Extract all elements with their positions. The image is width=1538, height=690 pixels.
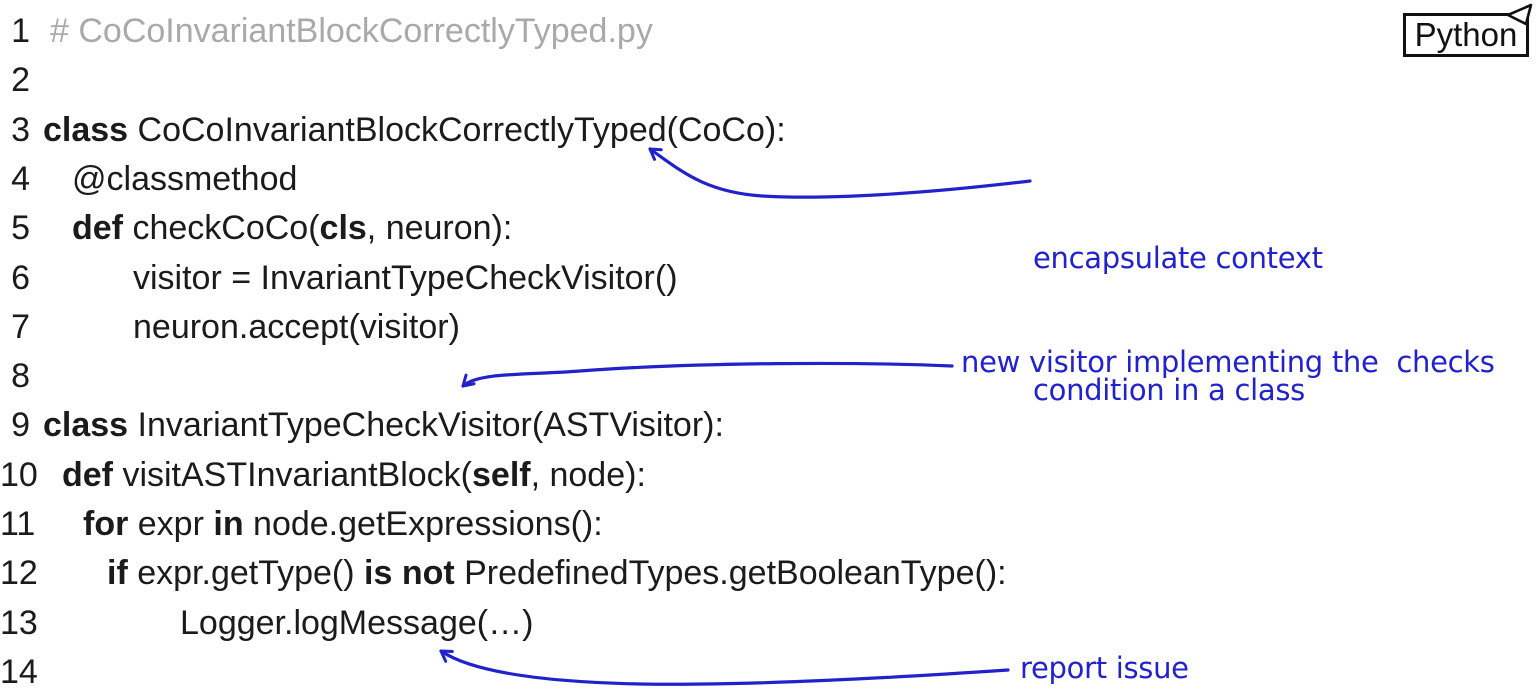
code-segment: checkCoCo(: [132, 209, 320, 248]
code-line: 4 @classmethod: [0, 156, 1538, 202]
line-number: 6: [11, 258, 30, 297]
annotation-line: encapsulate context: [1033, 241, 1323, 275]
code-segment: for: [83, 505, 129, 543]
code-segment: expr.getType(): [127, 554, 365, 593]
code-segment: class: [43, 110, 138, 149]
code-line: 7 neuron.accept(visitor): [0, 304, 1538, 350]
annotation-report-issue: report issue: [1020, 651, 1189, 685]
code-text: def checkCoCo(cls, neuron):: [72, 205, 512, 251]
code-segment: @classmethod: [72, 159, 298, 198]
line-number: 9: [11, 406, 30, 445]
code-line: 5 def checkCoCo(cls, neuron):: [0, 205, 1538, 251]
code-line: 11 for expr in node.getExpressions():: [0, 501, 1538, 547]
code-text: # CoCoInvariantBlockCorrectlyTyped.py: [50, 8, 653, 54]
code-line: 3 class CoCoInvariantBlockCorrectlyTyped(…: [0, 107, 1538, 153]
code-line: 9 class InvariantTypeCheckVisitor(ASTVisi…: [0, 402, 1538, 448]
code-segment: def: [72, 209, 133, 248]
line-number: 12: [0, 554, 38, 593]
code-segment: cls: [319, 209, 367, 248]
code-line: 10 def visitASTInvariantBlock(self, node)…: [0, 452, 1538, 498]
annotation-new-visitor: new visitor implementing the checks: [961, 345, 1495, 379]
line-number: 3: [11, 110, 30, 149]
code-segment: InvariantTypeCheckVisitor(ASTVisitor):: [137, 406, 724, 445]
code-segment: if: [107, 554, 128, 593]
code-line: 2: [0, 57, 1538, 103]
annotation-encapsulate-context: encapsulate context condition in a class: [1033, 148, 1323, 500]
code-segment: CoCoInvariantBlockCorrectlyTyped(CoCo):: [137, 110, 786, 149]
language-badge: Python: [1403, 13, 1529, 57]
code-segment: visitASTInvariantBlock(: [122, 455, 472, 494]
line-number: 5: [11, 209, 30, 248]
code-line: 13 Logger.logMessage(…): [0, 600, 1538, 646]
line-number: 11: [0, 505, 36, 543]
code-segment: , node):: [530, 455, 646, 494]
code-text: if expr.getType() is not PredefinedTypes…: [107, 550, 1007, 596]
language-badge-label: Python: [1414, 16, 1518, 53]
line-number: 2: [11, 61, 30, 100]
code-segment: , neuron):: [366, 209, 513, 248]
code-text: class CoCoInvariantBlockCorrectlyTyped(C…: [43, 107, 786, 153]
line-number: 4: [11, 159, 30, 198]
code-text: visitor = InvariantTypeCheckVisitor(): [133, 255, 678, 301]
code-segment: expr: [128, 505, 214, 543]
code-segment: self: [472, 455, 531, 494]
line-number: 13: [0, 603, 38, 642]
code-line: 6 visitor = InvariantTypeCheckVisitor(): [0, 255, 1538, 301]
code-text: Logger.logMessage(…): [180, 600, 533, 646]
code-line: 12 if expr.getType() is not PredefinedTyp…: [0, 550, 1538, 596]
line-number: 7: [11, 307, 30, 346]
code-segment: is not: [364, 554, 455, 593]
line-number: 8: [11, 357, 30, 396]
code-text: for expr in node.getExpressions():: [83, 501, 603, 547]
code-line: 8: [0, 353, 1538, 399]
code-segment: PredefinedTypes.getBooleanType():: [454, 554, 1007, 593]
line-number: 1: [11, 12, 30, 50]
line-number: 14: [0, 652, 38, 690]
code-segment: neuron.accept(visitor): [133, 307, 460, 346]
annotation-line: condition in a class: [1033, 373, 1305, 407]
code-segment: node.getExpressions():: [243, 505, 603, 543]
code-text: neuron.accept(visitor): [133, 304, 460, 350]
code-text: @classmethod: [72, 156, 297, 202]
line-number: 10: [0, 455, 38, 494]
code-text: class InvariantTypeCheckVisitor(ASTVisit…: [43, 402, 724, 448]
code-segment: # CoCoInvariantBlockCorrectlyTyped.py: [50, 12, 653, 50]
code-segment: Logger.logMessage(…): [180, 603, 534, 642]
code-segment: in: [213, 505, 244, 543]
code-segment: visitor = InvariantTypeCheckVisitor(): [133, 258, 678, 297]
code-line: 1 # CoCoInvariantBlockCorrectlyTyped.py: [0, 8, 1538, 54]
code-segment: class: [43, 406, 138, 445]
code-text: def visitASTInvariantBlock(self, node):: [62, 452, 646, 498]
code-segment: def: [62, 455, 123, 494]
code-line: 14: [0, 649, 1538, 690]
